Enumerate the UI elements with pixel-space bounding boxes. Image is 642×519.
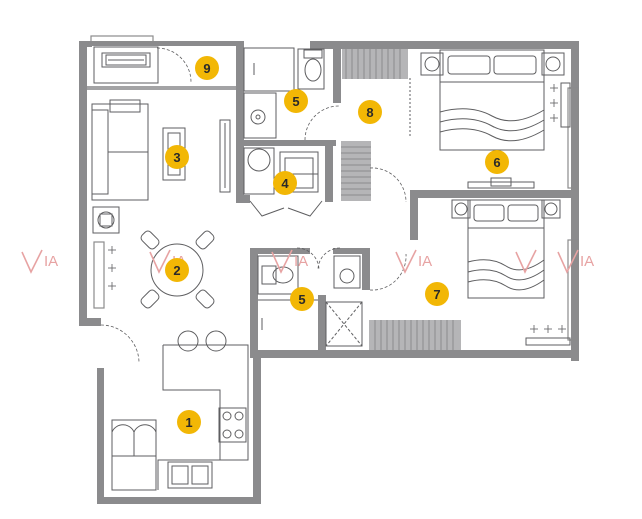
- room-number-living: 3: [173, 150, 180, 165]
- hatch-lines: [341, 49, 454, 350]
- room-badge-hall[interactable]: 8: [358, 100, 382, 124]
- radiator-master: [550, 84, 558, 122]
- kitchen-fixtures: [111, 330, 249, 491]
- room-number-bath-bottom: 5: [298, 292, 305, 307]
- closet-fixtures: [243, 147, 319, 195]
- watermark: [21, 249, 579, 274]
- room-badge-kitchen[interactable]: 1: [177, 410, 201, 434]
- master-bed: [409, 49, 571, 189]
- watermark-label-4: IA: [418, 253, 432, 270]
- room-badge-bath-top[interactable]: 5: [284, 89, 308, 113]
- window-hatch-master: [341, 49, 461, 350]
- room-number-bedroom-second: 7: [433, 287, 440, 302]
- room-number-closet: 4: [281, 176, 289, 191]
- second-bed: [451, 199, 571, 346]
- room-badge-dining[interactable]: 2: [165, 258, 189, 282]
- living-furniture: [91, 99, 231, 234]
- bath-top-fixtures: [243, 47, 325, 139]
- room-number-bath-top: 5: [292, 94, 299, 109]
- windows: [90, 35, 579, 341]
- radiator-second: [530, 325, 566, 333]
- room-badge-living[interactable]: 3: [165, 145, 189, 169]
- watermark-label-1: IA: [44, 253, 58, 270]
- room-number-dining: 2: [173, 263, 180, 278]
- room-badge-closet[interactable]: 4: [273, 171, 297, 195]
- closet-doors: [249, 200, 323, 217]
- room-badge-laundry[interactable]: 9: [195, 56, 219, 80]
- room-number-bedroom-master: 6: [493, 155, 500, 170]
- dining-set: [140, 230, 215, 309]
- room-badge-bedroom-master[interactable]: 6: [485, 150, 509, 174]
- room-badge-bath-bottom[interactable]: 5: [290, 287, 314, 311]
- doors: [100, 47, 407, 364]
- walls: [79, 41, 579, 504]
- watermark-label-3: IA: [294, 253, 308, 270]
- laundry-fixtures: [93, 46, 159, 84]
- radiator-left: [108, 246, 116, 290]
- room-badges: 1 2 3 4 5 5 6 7: [165, 56, 509, 434]
- room-number-laundry: 9: [203, 61, 210, 76]
- room-badge-bedroom-second[interactable]: 7: [425, 282, 449, 306]
- room-number-hall: 8: [366, 105, 373, 120]
- room-number-kitchen: 1: [185, 415, 192, 430]
- watermark-label-5: IA: [580, 253, 594, 270]
